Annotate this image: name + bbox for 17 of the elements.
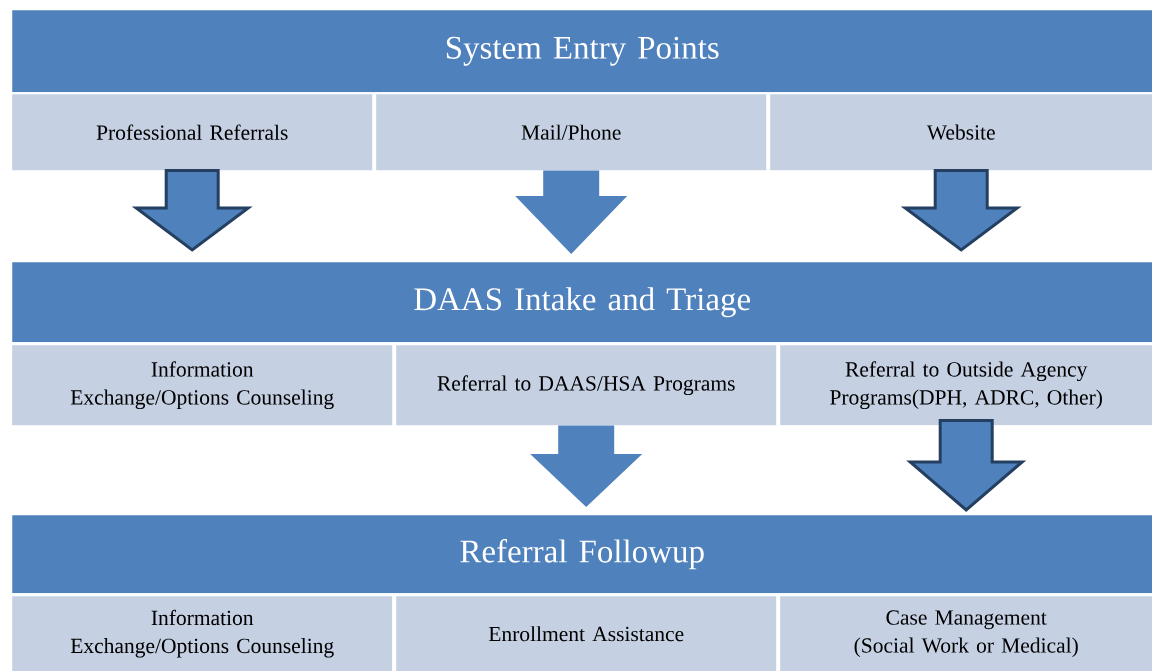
block-arrow bbox=[530, 425, 643, 507]
block-arrow bbox=[906, 418, 1027, 512]
band-header: System Entry Points bbox=[12, 10, 1152, 93]
band-header: Referral Followup bbox=[12, 515, 1152, 594]
category-box: Referral to DAAS/HSA Programs bbox=[396, 345, 777, 426]
category-box: Website bbox=[770, 94, 1152, 171]
block-arrow bbox=[131, 168, 253, 252]
category-box: Enrollment Assistance bbox=[396, 596, 777, 671]
category-box: Information Exchange/Options Counseling bbox=[12, 596, 393, 671]
block-arrow bbox=[900, 168, 1022, 252]
category-box: Professional Referrals bbox=[12, 94, 373, 171]
category-box: Case Management (Social Work or Medical) bbox=[780, 596, 1152, 671]
category-box: Information Exchange/Options Counseling bbox=[12, 345, 393, 426]
band-header: DAAS Intake and Triage bbox=[12, 262, 1152, 343]
category-box: Referral to Outside Agency Programs(DPH, ADRC, Other) bbox=[780, 345, 1152, 426]
category-box: Mail/Phone bbox=[376, 94, 767, 171]
block-arrow bbox=[515, 170, 628, 254]
